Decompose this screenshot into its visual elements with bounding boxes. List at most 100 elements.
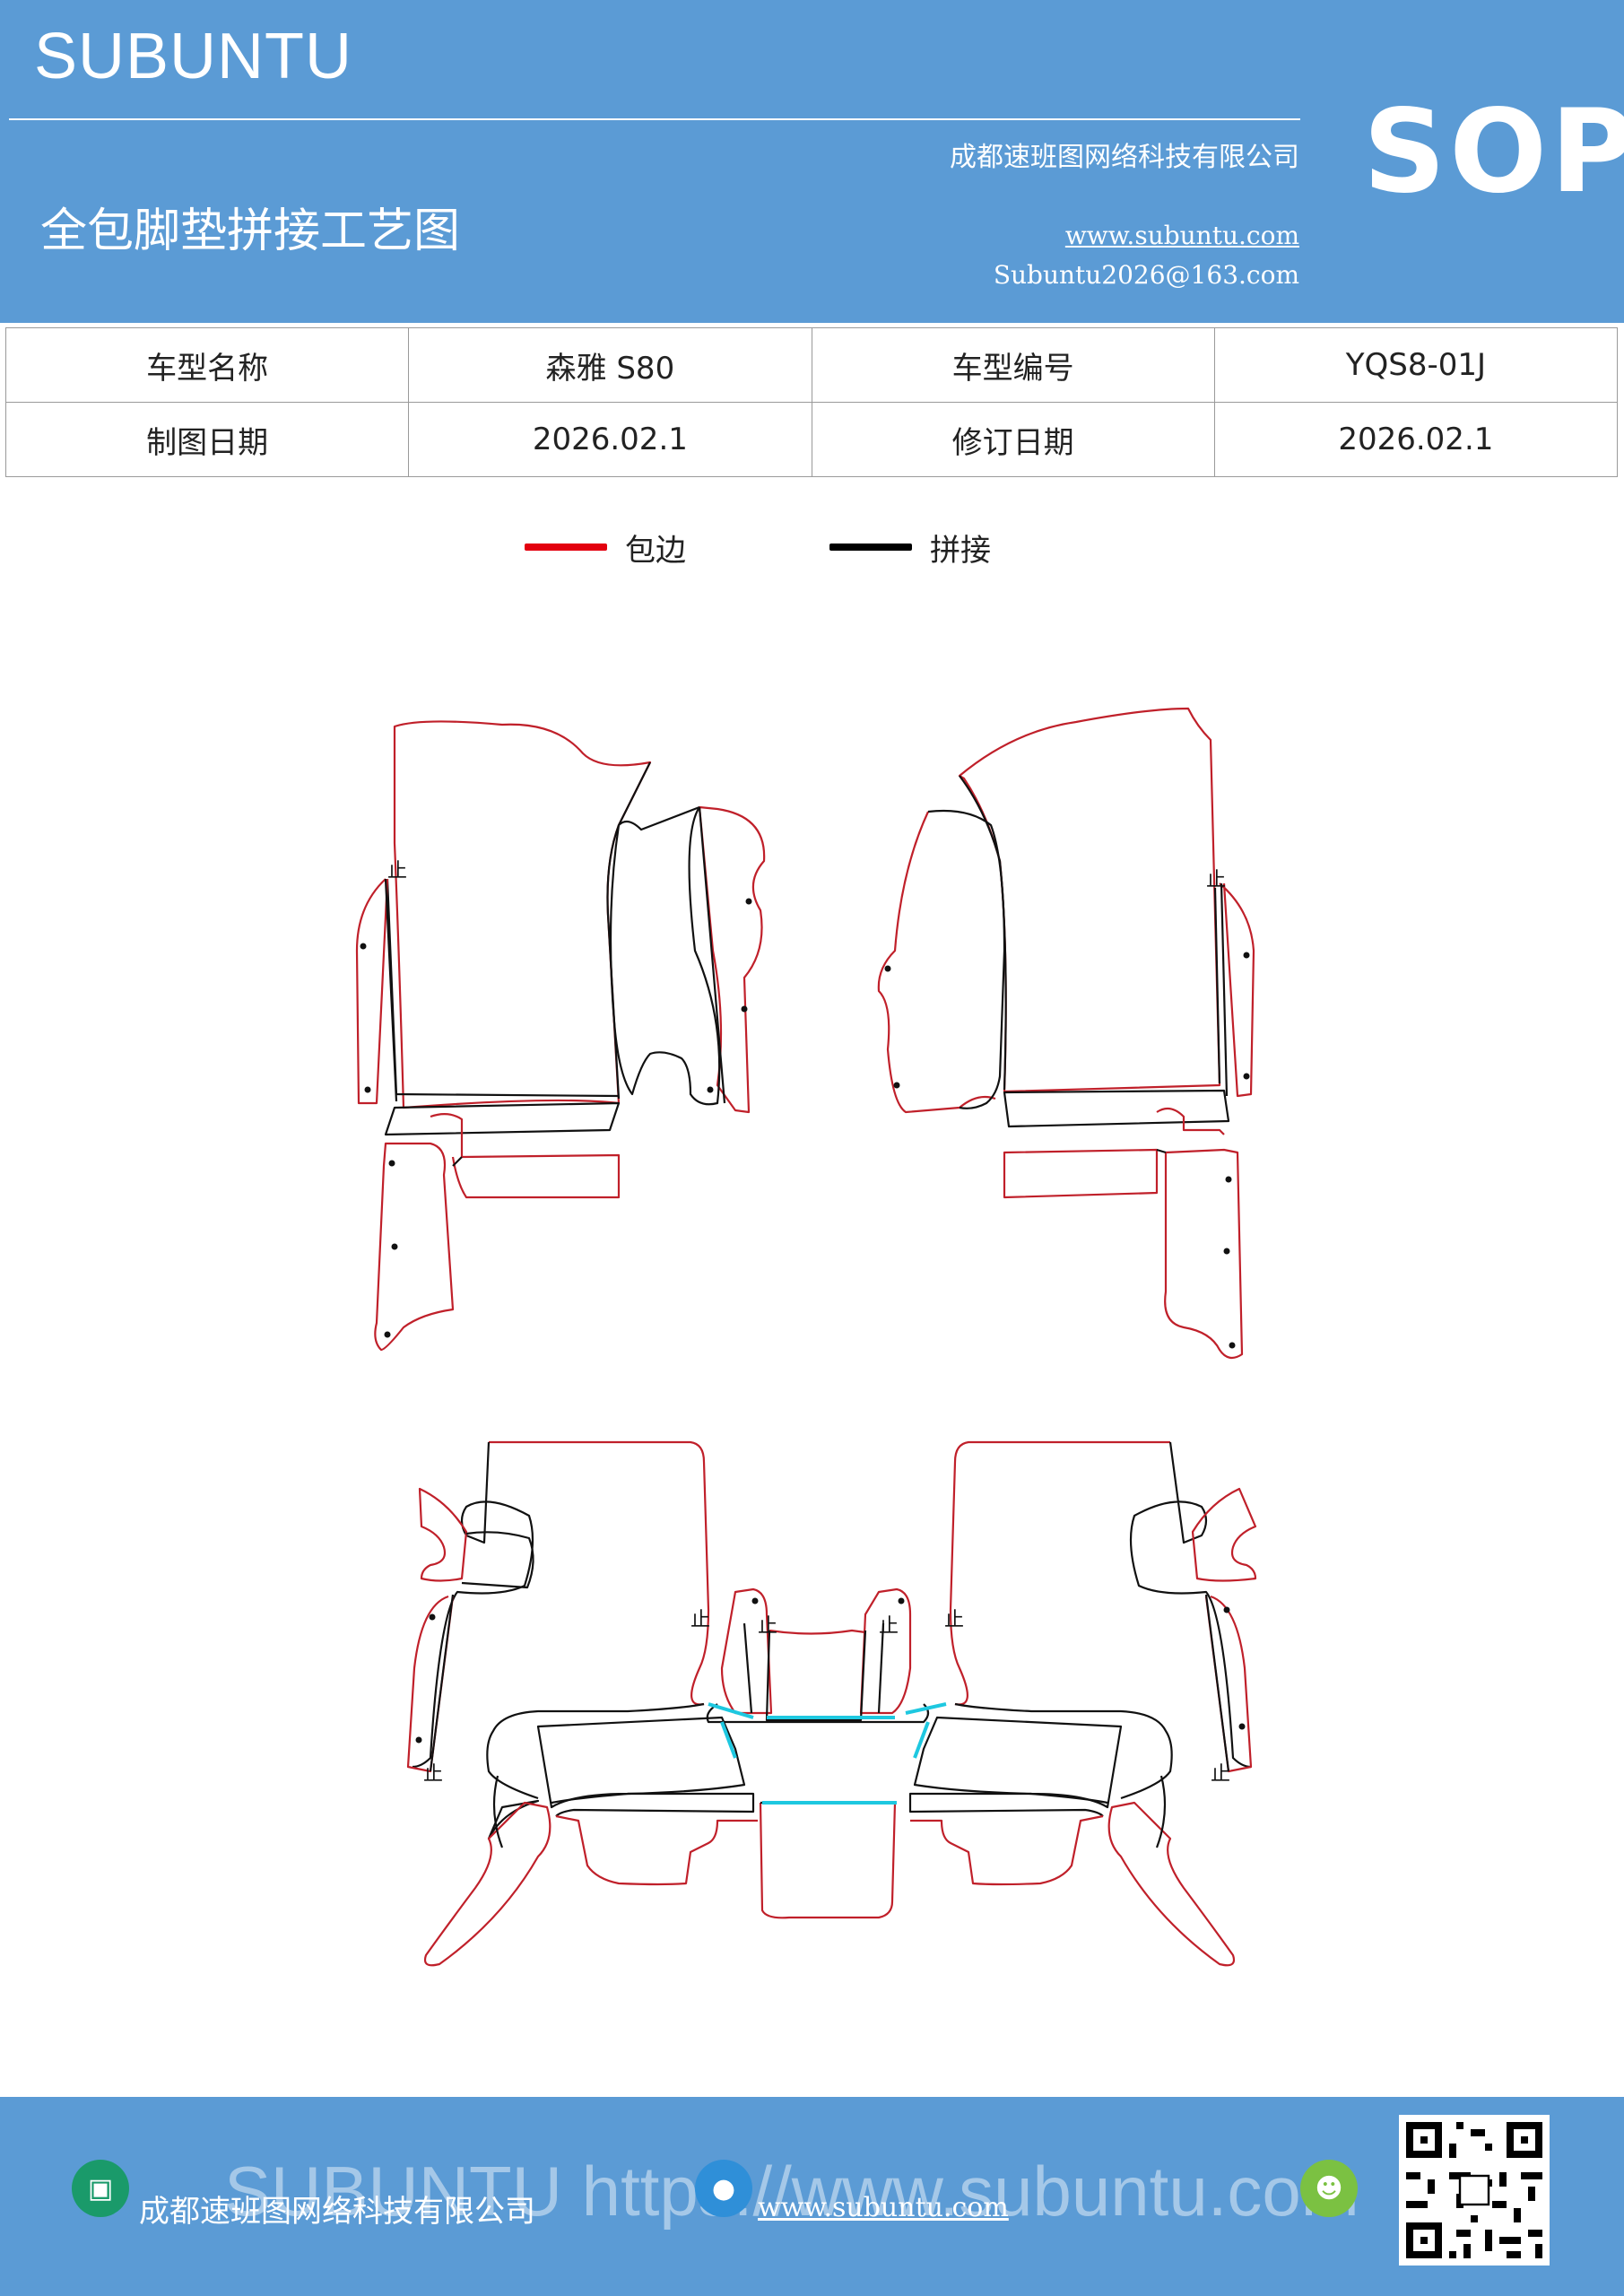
mat-piece: [1156, 1107, 1225, 1135]
mat-piece: [1219, 883, 1255, 1098]
hole-marker: [1243, 952, 1250, 959]
seam-line: [959, 775, 1007, 1091]
hole-marker: [415, 1736, 422, 1744]
table-cell-value: 2026.02.1: [408, 402, 812, 477]
seam-line: [551, 1792, 755, 1817]
seam-line: [743, 1622, 753, 1714]
table-cell-label: 修订日期: [811, 402, 1215, 477]
mat-piece: [406, 1595, 455, 1773]
stop-marker: 止: [387, 860, 407, 883]
table-row: 制图日期 2026.02.1 修订日期 2026.02.1: [4, 402, 1619, 477]
seam-line: [386, 878, 620, 1098]
table-cell-value: 森雅 S80: [408, 327, 812, 403]
seam-line: [1156, 1148, 1167, 1154]
table-cell-value: 2026.02.1: [1213, 402, 1619, 477]
hole-marker: [1223, 1248, 1230, 1255]
table-cell-value: YQS8-01J: [1213, 327, 1619, 403]
stop-marker: 止: [879, 1615, 899, 1638]
table-cell-label: 制图日期: [4, 402, 410, 477]
mat-piece: [769, 1629, 866, 1635]
stop-marker: 止: [1206, 869, 1226, 891]
mat-piece: [877, 811, 996, 1114]
header-divider: [9, 118, 1300, 120]
footer-company-name: 成都速班图网络科技有限公司: [139, 2194, 535, 2230]
seam-line: [765, 1630, 867, 1722]
mat-piece: [859, 1587, 912, 1715]
stop-marker: 止: [423, 1763, 443, 1786]
seam-line: [606, 761, 651, 1100]
legend-item-seam: 拼接: [829, 529, 991, 569]
seam-line: [452, 1156, 463, 1167]
mat-piece: [1107, 1801, 1236, 1967]
hole-marker: [388, 1160, 395, 1167]
building-icon: ▣: [72, 2160, 129, 2217]
front-right-mat-group: 止: [877, 707, 1255, 1360]
seam-line: [1213, 887, 1221, 1084]
hole-marker: [1225, 1176, 1232, 1183]
hole-marker: [898, 1597, 905, 1605]
website-link[interactable]: www.subuntu.com: [1064, 221, 1299, 250]
mat-piece: [1204, 1595, 1253, 1773]
hole-marker: [1243, 1073, 1250, 1080]
mat-piece: [1164, 1148, 1244, 1360]
seam-line: [1155, 1775, 1167, 1848]
hole-marker: [745, 898, 752, 905]
seam-line: [384, 1101, 621, 1136]
legend-swatch-seam: [829, 544, 912, 551]
header-banner: SUBUNTU 成都速班图网络科技有限公司 全包脚垫拼接工艺图 www.subu…: [0, 0, 1624, 323]
seam-line: [1129, 1441, 1252, 1769]
seam-line: [927, 809, 1006, 1109]
table-cell-label: 车型编号: [811, 327, 1215, 403]
hole-marker: [1229, 1342, 1236, 1349]
hole-marker: [391, 1243, 398, 1250]
company-name: 成都速班图网络科技有限公司: [950, 142, 1299, 173]
document-title: 全包脚垫拼接工艺图: [40, 204, 461, 258]
mat-piece: [355, 878, 389, 1105]
seam-line: [1204, 1594, 1230, 1772]
mat-piece: [698, 805, 766, 1114]
email-address[interactable]: Subuntu2026@163.com: [993, 260, 1299, 290]
sop-badge: SOP: [1363, 85, 1624, 219]
hole-marker: [893, 1082, 900, 1089]
rear-mat-group: 止 止 止 止 止 止: [406, 1440, 1257, 1967]
stop-marker: 止: [690, 1609, 710, 1631]
brand-name: SUBUNTU: [34, 21, 353, 92]
seam-line: [429, 1594, 455, 1772]
legend-swatch-edge: [525, 544, 607, 551]
mat-piece: [374, 1142, 455, 1352]
seam-line: [486, 1702, 705, 1800]
seam-line: [492, 1775, 504, 1848]
seam-accent: [708, 1702, 947, 1805]
seam-line: [461, 1531, 534, 1589]
hole-marker: [1223, 1606, 1230, 1613]
front-left-mat-group: 止: [355, 720, 766, 1352]
wechat-icon: ☻: [1300, 2160, 1358, 2217]
qr-code: [1399, 2115, 1550, 2266]
hole-marker: [741, 1005, 748, 1013]
mat-piece: [1191, 1487, 1257, 1582]
seam-line: [412, 1441, 534, 1769]
legend-label-seam: 拼接: [930, 532, 991, 569]
hole-marker: [360, 943, 367, 950]
seam-line: [1003, 1089, 1230, 1128]
table-cell-label: 车型名称: [4, 327, 410, 403]
mat-piece: [949, 1440, 1170, 1706]
mat-piece: [489, 1440, 710, 1706]
stop-marker: 止: [758, 1615, 777, 1638]
hole-marker: [1238, 1723, 1246, 1730]
seam-line: [877, 1622, 885, 1714]
mat-piece: [958, 707, 1221, 1093]
seam-line: [908, 1792, 1108, 1817]
mat-piece: [418, 1487, 468, 1582]
qr-code-pattern: [1399, 2115, 1550, 2266]
footer-website-link[interactable]: www.subuntu.com: [758, 2192, 1009, 2223]
mat-piece: [430, 1113, 621, 1199]
globe-icon: ●: [695, 2160, 752, 2217]
mat-piece: [759, 1802, 897, 1919]
hole-marker: [884, 965, 891, 972]
mat-piece: [1003, 1148, 1159, 1199]
stop-marker: 止: [944, 1609, 964, 1631]
footer-banner: SUBUNTU https://www.subuntu.com ▣ 成都速班图网…: [0, 2097, 1624, 2296]
floor-mat-pattern-drawing: 止 止: [355, 707, 1257, 1967]
seam-line: [954, 1702, 1173, 1800]
